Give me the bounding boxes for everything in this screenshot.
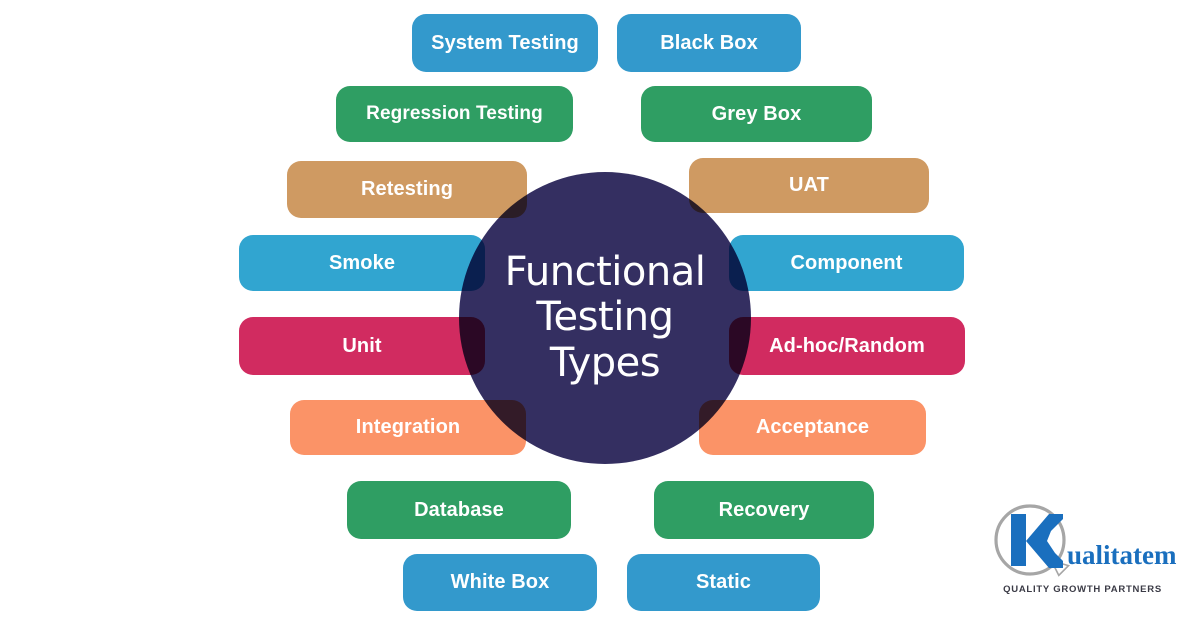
pill-label: Unit bbox=[342, 334, 382, 357]
kualitatem-logo: ualitatem QUALITY GROWTH PARTNERS bbox=[975, 500, 1190, 610]
logo-tagline: QUALITY GROWTH PARTNERS bbox=[1003, 584, 1162, 595]
logo-ring-icon bbox=[994, 504, 1066, 576]
pill-retesting[interactable]: Retesting bbox=[287, 161, 527, 218]
pill-integration[interactable]: Integration bbox=[290, 400, 526, 455]
pill-label: Retesting bbox=[360, 178, 454, 200]
logo-wordmark: ualitatem bbox=[1067, 540, 1177, 570]
pill-grey-box[interactable]: Grey Box bbox=[641, 86, 872, 142]
pill-label: Black Box bbox=[660, 31, 758, 54]
pill-label: Ad-hoc/Random bbox=[769, 334, 925, 357]
pill-system-testing[interactable]: System Testing bbox=[412, 14, 598, 72]
pill-black-box[interactable]: Black Box bbox=[617, 14, 801, 72]
pill-label: Database bbox=[414, 498, 504, 521]
pill-label: Smoke bbox=[328, 251, 396, 274]
pill-component[interactable]: Component bbox=[729, 235, 964, 291]
pill-database[interactable]: Database bbox=[347, 481, 571, 539]
pill-label: Integration bbox=[355, 416, 461, 438]
pill-recovery[interactable]: Recovery bbox=[654, 481, 874, 539]
pill-acceptance[interactable]: Acceptance bbox=[699, 400, 926, 455]
pill-label: Acceptance bbox=[755, 416, 870, 438]
pill-static[interactable]: Static bbox=[627, 554, 820, 611]
logo-letter-k bbox=[1011, 514, 1063, 568]
pill-label: Regression Testing bbox=[366, 103, 543, 124]
pill-label: White Box bbox=[450, 571, 550, 593]
pill-uat[interactable]: UAT bbox=[689, 158, 929, 213]
kualitatem-logo-mark: ualitatem bbox=[994, 504, 1177, 577]
center-hub-title-line-3: Types bbox=[549, 339, 661, 386]
pill-smoke[interactable]: Smoke bbox=[239, 235, 485, 291]
pill-label: Recovery bbox=[718, 498, 810, 521]
pill-white-box[interactable]: White Box bbox=[403, 554, 597, 611]
pill-label: Static bbox=[695, 571, 752, 593]
pill-label: UAT bbox=[789, 174, 829, 196]
pill-label: Component bbox=[790, 251, 903, 274]
pill-regression-testing[interactable]: Regression Testing bbox=[336, 86, 573, 142]
pill-unit[interactable]: Unit bbox=[239, 317, 485, 375]
center-hub-title-line-1: Functional bbox=[504, 248, 706, 295]
center-hub-title-line-2: Testing bbox=[536, 294, 674, 341]
pill-label: Grey Box bbox=[711, 102, 802, 125]
pill-adhoc-random[interactable]: Ad-hoc/Random bbox=[729, 317, 965, 375]
pill-label: System Testing bbox=[431, 31, 579, 54]
